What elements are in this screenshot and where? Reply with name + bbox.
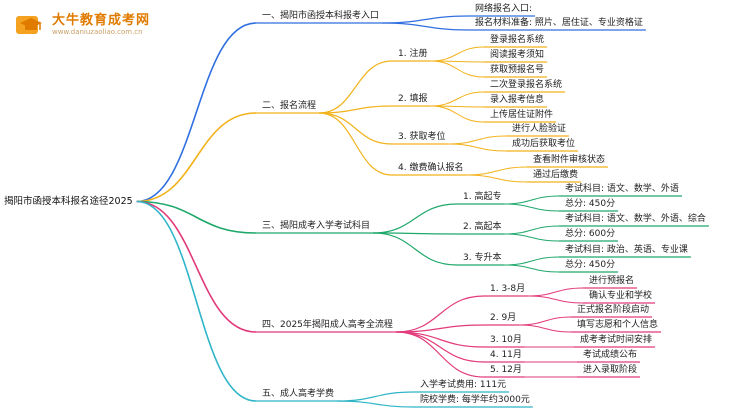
leaf-score-zsb-edge [504, 264, 560, 273]
leaf-get-seat-after: 成功后获取考位 [512, 139, 576, 149]
month-10: 3. 10月 [490, 335, 522, 345]
branch-process: 二、报名流程 [262, 101, 317, 111]
step-register-edge [319, 60, 393, 114]
leaf-school-tuition: 院校学费: 每学年约3000元 [420, 395, 530, 405]
leaf-online-entry-edge [382, 15, 470, 24]
leaf-score-gqb: 总分: 600分 [565, 229, 616, 239]
level-gaoqizhuan: 1. 高起专 [463, 192, 502, 202]
branch-exam-subjects-edge [136, 200, 257, 234]
leaf-face-verify-edge [448, 135, 507, 145]
leaf-formal-register: 正式报名阶段启动 [577, 305, 650, 315]
leaf-school-tuition-edge [337, 400, 415, 408]
leaf-pre-register-edge [528, 287, 584, 297]
level-gaoqiben-edge [373, 232, 458, 235]
step-get-seat: 3. 获取考位 [398, 132, 446, 142]
leaf-materials-edge [382, 22, 470, 31]
level-zhuanshengben: 3. 专升本 [463, 253, 502, 263]
step-register: 1. 注册 [398, 49, 428, 59]
month-12-edge [395, 331, 485, 378]
leaf-subjects-zsb-edge [504, 256, 560, 266]
leaf-enter-info: 录入报考信息 [490, 95, 545, 105]
branch-entrance: 一、揭阳市函授本科报考入口 [262, 11, 380, 21]
leaf-exam-fee: 入学考试费用: 111元 [420, 380, 507, 390]
leaf-read-notice: 阅读报考须知 [490, 50, 545, 60]
leaf-score-zsb: 总分: 450分 [565, 260, 616, 270]
leaf-check-audit-edge [466, 166, 528, 176]
leaf-score-gqb-edge [504, 233, 560, 242]
graduation-cap-icon [16, 16, 42, 34]
branch-timeline-edge [136, 200, 257, 333]
leaf-pre-number-edge [430, 60, 485, 78]
level-gaoqizhuan-edge [373, 203, 458, 234]
branch-tuition-edge [136, 200, 257, 402]
leaf-second-login-edge [430, 91, 485, 107]
leaf-score-release: 考试成绩公布 [583, 350, 638, 360]
step-get-seat-edge [319, 112, 393, 145]
leaf-exam-fee-edge [337, 391, 415, 402]
step-pay-confirm: 4. 缴费确认报名 [398, 163, 464, 173]
step-fill-edge [319, 105, 393, 114]
leaf-pay-after-edge [466, 174, 528, 183]
month-3-8: 1. 3-8月 [490, 284, 526, 294]
leaf-confirm-major-edge [528, 295, 584, 304]
branch-entrance-edge [136, 22, 257, 203]
step-pay-confirm-edge [319, 112, 393, 176]
leaf-upload-residence-edge [430, 105, 485, 123]
month-9-edge [395, 324, 485, 333]
branch-exam-subjects: 三、揭阳成考入学考试科目 [262, 221, 371, 231]
site-logo: 大牛教育成考网 www.daniuzaoliao.com.cn [8, 6, 168, 46]
leaf-pay-after: 通过后缴费 [533, 170, 579, 180]
leaf-login-system-edge [430, 46, 485, 62]
step-fill: 2. 填报 [398, 94, 428, 104]
leaf-pre-register: 进行预报名 [589, 276, 635, 286]
branch-process-edge [136, 112, 257, 203]
leaf-subjects-gqz: 考试科目: 语文、数学、外语 [565, 184, 679, 194]
leaf-fill-wishes: 填写志愿和个人信息 [577, 320, 659, 330]
month-3-8-edge [395, 295, 485, 333]
month-11: 4. 11月 [490, 350, 522, 360]
leaf-get-seat-after-edge [448, 143, 507, 152]
leaf-online-entry: 网络报名入口: [475, 4, 533, 14]
leaf-subjects-gqb: 考试科目: 语文、数学、外语、综合 [565, 214, 706, 224]
leaf-fill-wishes-edge [519, 324, 572, 333]
leaf-score-gqz-edge [504, 203, 560, 212]
leaf-check-audit: 查看附件审核状态 [533, 155, 606, 165]
logo-name: 大牛教育成考网 [52, 13, 151, 28]
month-12: 5. 12月 [490, 365, 522, 375]
level-zhuanshengben-edge [373, 232, 458, 266]
leaf-materials: 报名材料准备: 照片、居住证、专业资格证 [475, 18, 643, 28]
leaf-subjects-gqb-edge [504, 225, 560, 235]
logo-url: www.daniuzaoliao.com.cn [52, 28, 143, 36]
leaf-admission: 进入录取阶段 [583, 365, 638, 375]
month-9: 2. 9月 [490, 313, 517, 323]
leaf-exam-schedule: 成考考试时间安排 [580, 335, 653, 345]
root-topic: 揭阳市函授本科报名途径2025 [4, 196, 133, 207]
leaf-pre-number: 获取预报名号 [490, 65, 545, 75]
leaf-formal-register-edge [519, 316, 572, 326]
leaf-subjects-zsb: 考试科目: 政治、英语、专业课 [565, 245, 688, 255]
month-10-edge [395, 331, 485, 348]
branch-tuition: 五、成人高考学费 [262, 389, 335, 399]
leaf-second-login: 二次登录报名系统 [490, 80, 563, 90]
leaf-upload-residence: 上传居住证附件 [490, 110, 554, 120]
leaf-confirm-major: 确认专业和学校 [589, 291, 653, 301]
level-gaoqiben: 2. 高起本 [463, 222, 502, 232]
branch-timeline: 四、2025年揭阳成人高考全流程 [262, 320, 393, 330]
leaf-score-gqz: 总分: 450分 [565, 199, 616, 209]
leaf-face-verify: 进行人脸验证 [512, 124, 567, 134]
leaf-login-system: 登录报名系统 [490, 35, 545, 45]
leaf-subjects-gqz-edge [504, 195, 560, 205]
